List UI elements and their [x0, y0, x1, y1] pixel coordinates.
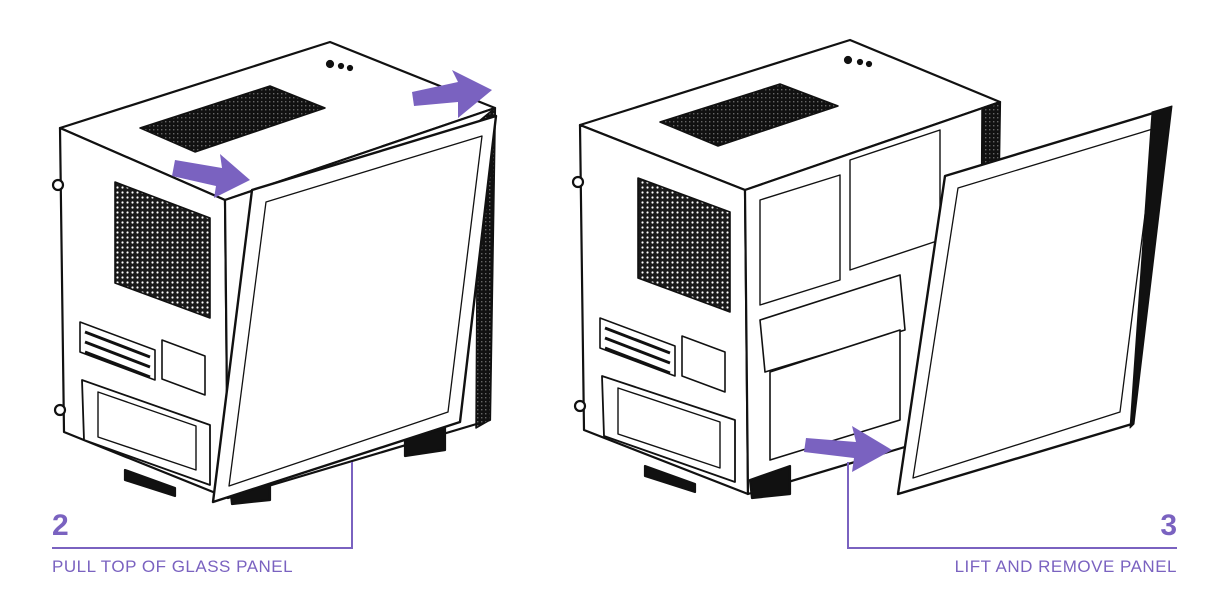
pull-arrow-icon [172, 154, 250, 198]
step-number: 3 [1160, 509, 1177, 542]
callout-line-step3 [847, 462, 1177, 549]
glass-panel-step2 [211, 114, 498, 504]
glass-panel-step3 [896, 105, 1173, 496]
pull-arrow-icon [412, 70, 492, 118]
pull-arrow-icon [804, 426, 892, 472]
step-instruction: PULL TOP OF GLASS PANEL [52, 557, 294, 576]
callout-line-step2 [52, 462, 353, 549]
step-instruction: LIFT AND REMOVE PANEL [954, 557, 1177, 576]
step-number: 2 [52, 509, 69, 542]
